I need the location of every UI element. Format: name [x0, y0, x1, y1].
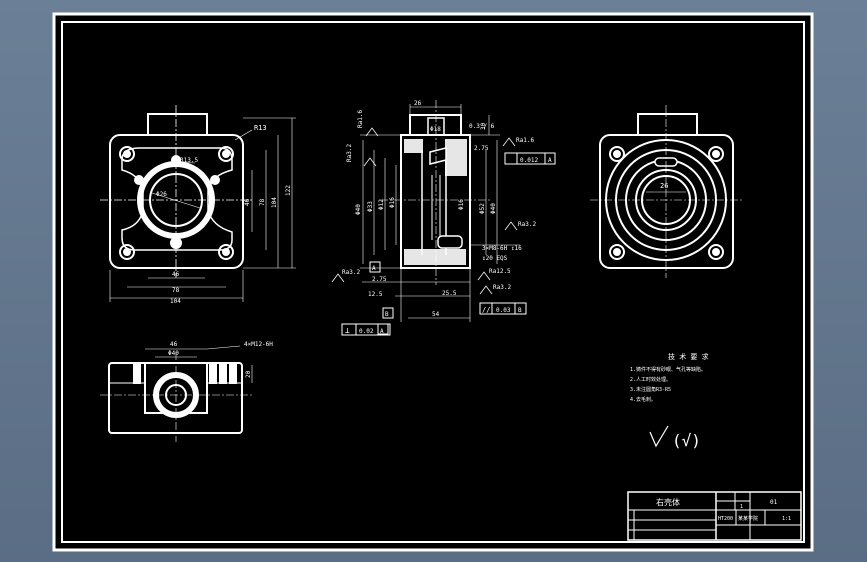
datum-a-runout: A [548, 157, 552, 164]
title-block-text: 右壳体 1 01 HT200 某某学院 1:1 [656, 497, 791, 522]
dia-33: Φ33 [367, 201, 374, 212]
part-qty: 1 [740, 504, 743, 510]
dim-v-78: 78 [259, 198, 266, 206]
dim-top-26: 26 [414, 100, 422, 107]
top-dim-46: 46 [170, 341, 178, 348]
dim-h-104: 104 [170, 298, 181, 305]
part-name: 右壳体 [656, 497, 680, 507]
roughness-left-1: Ra1.6 [357, 110, 364, 128]
dim-r13: R13 [254, 124, 267, 132]
side-view [590, 105, 743, 278]
notes-title: 技 术 要 求 [668, 352, 709, 361]
material: HT200 [718, 516, 733, 522]
dim-bottom-12-5: 12.5 [368, 291, 383, 298]
roughness-bottom-right: Ra3.2 [493, 284, 511, 291]
dim-flatness: 0.3 / 6 [469, 123, 495, 130]
datum-a: A [372, 265, 376, 272]
datum-b: B [385, 311, 389, 318]
dia-12: Φ12 [378, 199, 385, 210]
dia-16-b: Φ16 [458, 199, 465, 210]
technical-notes: 技 术 要 求 1.铸件不得有砂眼、气孔等缺陷。 2.人工时效处理。 3.未注圆… [630, 352, 709, 403]
dim-top-30: 30 [480, 122, 487, 130]
dim-bottom-25-5: 25.5 [442, 290, 457, 297]
roughness-bottom-left: Ra3.2 [342, 269, 360, 276]
notes-line-4: 4.去毛刺。 [630, 396, 656, 403]
front-view-dims: R13 R13.5 Φ26 46 78 104 122 46 78 104 [156, 124, 292, 305]
top-view [100, 345, 253, 442]
notes-line-1: 1.铸件不得有砂眼、气孔等缺陷。 [630, 366, 706, 373]
roughness-top: Ra1.6 [516, 137, 534, 144]
notes-line-2: 2.人工时效处理。 [630, 376, 671, 383]
drawing-number: 01 [770, 499, 778, 506]
dia-52: Φ52 [479, 203, 486, 214]
roughness-mid: Ra12.5 [489, 268, 511, 275]
front-view [100, 105, 296, 302]
dim-h-46: 46 [172, 271, 180, 278]
top-dim-20: 20 [245, 370, 252, 378]
thread-note-2: ↧20 EQS [482, 255, 508, 262]
dia-16-a: Φ16 [389, 197, 396, 208]
company: 某某学院 [738, 515, 758, 522]
runout-value: 0.012 [520, 157, 538, 164]
title-block [627, 491, 802, 541]
parallel-value: 0.03 [496, 307, 511, 314]
dim-v-46: 46 [244, 198, 251, 206]
perp-symbol: ⊥ [345, 326, 350, 335]
dim-r13-5: R13.5 [180, 157, 198, 164]
parallel-symbol: // [482, 306, 490, 314]
dia-40-right: Φ40 [490, 203, 497, 214]
dim-v-104: 104 [271, 197, 278, 208]
dim-bottom-2-75: 2.75 [372, 276, 387, 283]
dim-chamfer: 2.75 [474, 145, 489, 152]
top-view-dims: 46 Φ40 4×M12-6H 20 [168, 341, 273, 378]
section-view [331, 100, 556, 336]
top-dim-dia40: Φ40 [168, 350, 179, 357]
section-view-dims: 26 Φ18 30 0.3 / 6 2.75 Ra1.6 Ra1.6 Ra3.2… [342, 100, 552, 335]
thread-note: 3×M8-6H ↧16 [482, 245, 522, 252]
datum-b-parallel: B [518, 307, 522, 314]
dim-h-78: 78 [172, 287, 180, 294]
datum-a-perp: A [380, 328, 384, 335]
roughness-right-2: Ra3.2 [518, 221, 536, 228]
side-view-dims: 26 [660, 182, 668, 190]
general-roughness-symbol: (√) [649, 425, 701, 450]
side-dim-26: 26 [660, 182, 668, 190]
dim-top-dia18: Φ18 [430, 126, 441, 133]
roughness-left-2: Ra3.2 [346, 144, 353, 162]
notes-line-3: 3.未注圆角R3-R5 [630, 386, 671, 393]
roughness-paren: (√) [672, 431, 701, 450]
dim-v-122: 122 [285, 185, 292, 196]
drawing-inner-frame [61, 21, 805, 543]
dim-bore: Φ26 [156, 191, 167, 198]
perp-value: 0.02 [359, 328, 374, 335]
dim-bottom-54: 54 [432, 311, 440, 318]
dia-40: Φ40 [355, 204, 362, 215]
scale: 1:1 [782, 516, 791, 522]
top-thread: 4×M12-6H [244, 341, 273, 348]
